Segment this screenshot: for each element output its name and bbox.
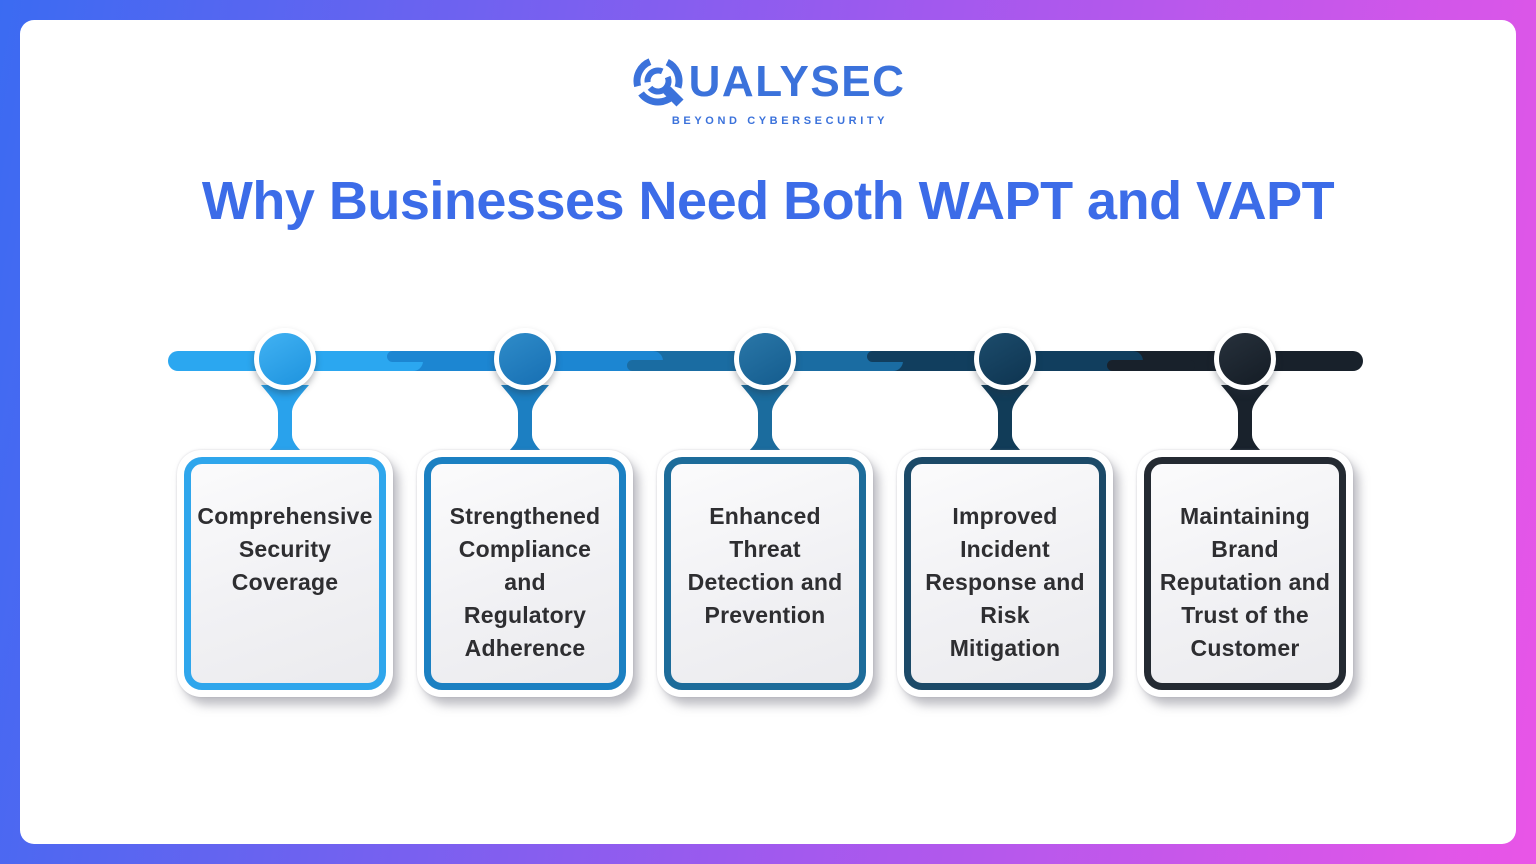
benefit-card-body: Strengthened Compliance and Regulatory A…: [424, 457, 626, 690]
brand-name: UALYSEC: [688, 57, 906, 106]
benefit-card-label: Strengthened Compliance and Regulatory A…: [449, 503, 601, 661]
benefit-card: Improved Incident Response and Risk Miti…: [897, 450, 1113, 697]
benefit-card: Strengthened Compliance and Regulatory A…: [417, 450, 633, 697]
benefit-card-body: Enhanced Threat Detection and Prevention: [664, 457, 866, 690]
benefit-card: Enhanced Threat Detection and Prevention: [657, 450, 873, 697]
node-stem: [981, 385, 1029, 455]
timeline-segment-joint: [867, 351, 955, 362]
node-stem: [501, 385, 549, 455]
benefit-card: Comprehensive Security Coverage: [177, 450, 393, 697]
benefit-card-label: Improved Incident Response and Risk Miti…: [925, 503, 1085, 661]
benefit-card-label: Enhanced Threat Detection and Prevention: [687, 503, 843, 628]
qualysec-logo-row: UALYSEC: [631, 54, 906, 110]
timeline-node: [494, 328, 556, 390]
timeline-segment-joint: [1107, 360, 1195, 371]
timeline-node: [734, 328, 796, 390]
timeline-segment-joint: [387, 351, 475, 362]
benefit-card-label: Maintaining Brand Reputation and Trust o…: [1159, 503, 1331, 661]
qualysec-q-icon: [633, 56, 684, 107]
node-stem: [261, 385, 309, 455]
benefit-card: Maintaining Brand Reputation and Trust o…: [1137, 450, 1353, 697]
node-stem: [741, 385, 789, 455]
benefit-card-body: Maintaining Brand Reputation and Trust o…: [1144, 457, 1346, 690]
benefit-card-label: Comprehensive Security Coverage: [197, 503, 373, 595]
brand-tagline: BEYOND CYBERSECURITY: [671, 115, 889, 127]
timeline-layer: Comprehensive Security Coverage Strength…: [20, 20, 1516, 844]
qualysec-logo: UALYSEC BEYOND CYBERSECURITY: [20, 54, 1516, 127]
benefit-card-body: Comprehensive Security Coverage: [184, 457, 386, 690]
timeline-node: [1214, 328, 1276, 390]
benefit-card-body: Improved Incident Response and Risk Miti…: [904, 457, 1106, 690]
content-canvas: UALYSEC BEYOND CYBERSECURITY Why Busines…: [20, 20, 1516, 844]
timeline-segment-joint: [627, 360, 715, 371]
node-stem: [1221, 385, 1269, 455]
timeline-node: [254, 328, 316, 390]
timeline-node: [974, 328, 1036, 390]
page-title: Why Businesses Need Both WAPT and VAPT: [201, 171, 1335, 231]
